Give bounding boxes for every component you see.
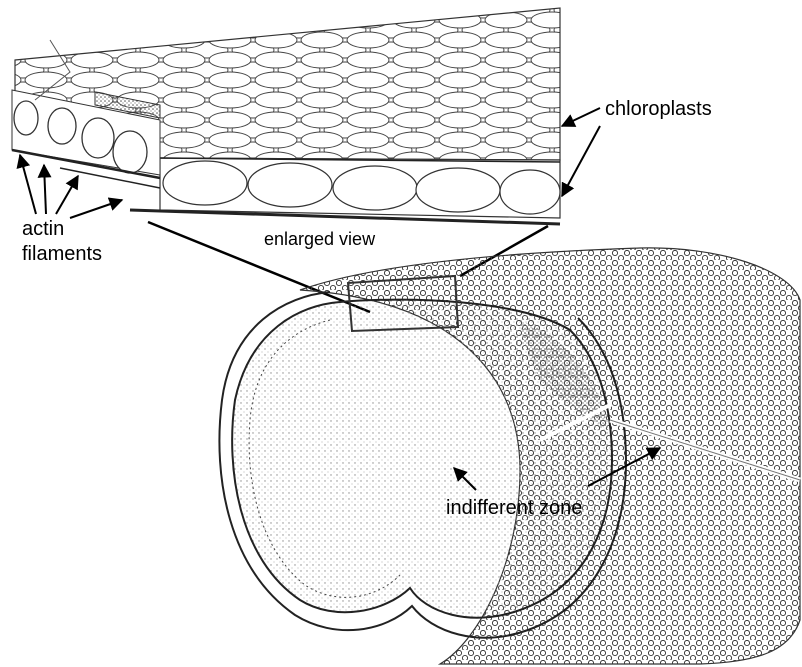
actin-arrow-3 [56, 176, 78, 214]
actin-arrow-4 [70, 200, 122, 218]
actin-label-line1: actin [22, 218, 64, 240]
enlarged-view-illustration [12, 8, 560, 224]
chloroplasts-label: chloroplasts [605, 98, 712, 120]
cylindrical-cell-illustration [219, 248, 800, 664]
indifferent-zone-label: indifferent zone [446, 497, 582, 519]
enlarged-view-label: enlarged view [264, 228, 375, 250]
actin-arrow-1 [20, 155, 36, 214]
chloroplasts-arrow-upper [562, 108, 600, 126]
actin-label-line2: filaments [22, 243, 102, 265]
chloroplasts-arrow-lower [562, 126, 600, 196]
actin-arrow-2 [44, 165, 46, 214]
chloroplasts-arrows [562, 108, 600, 196]
